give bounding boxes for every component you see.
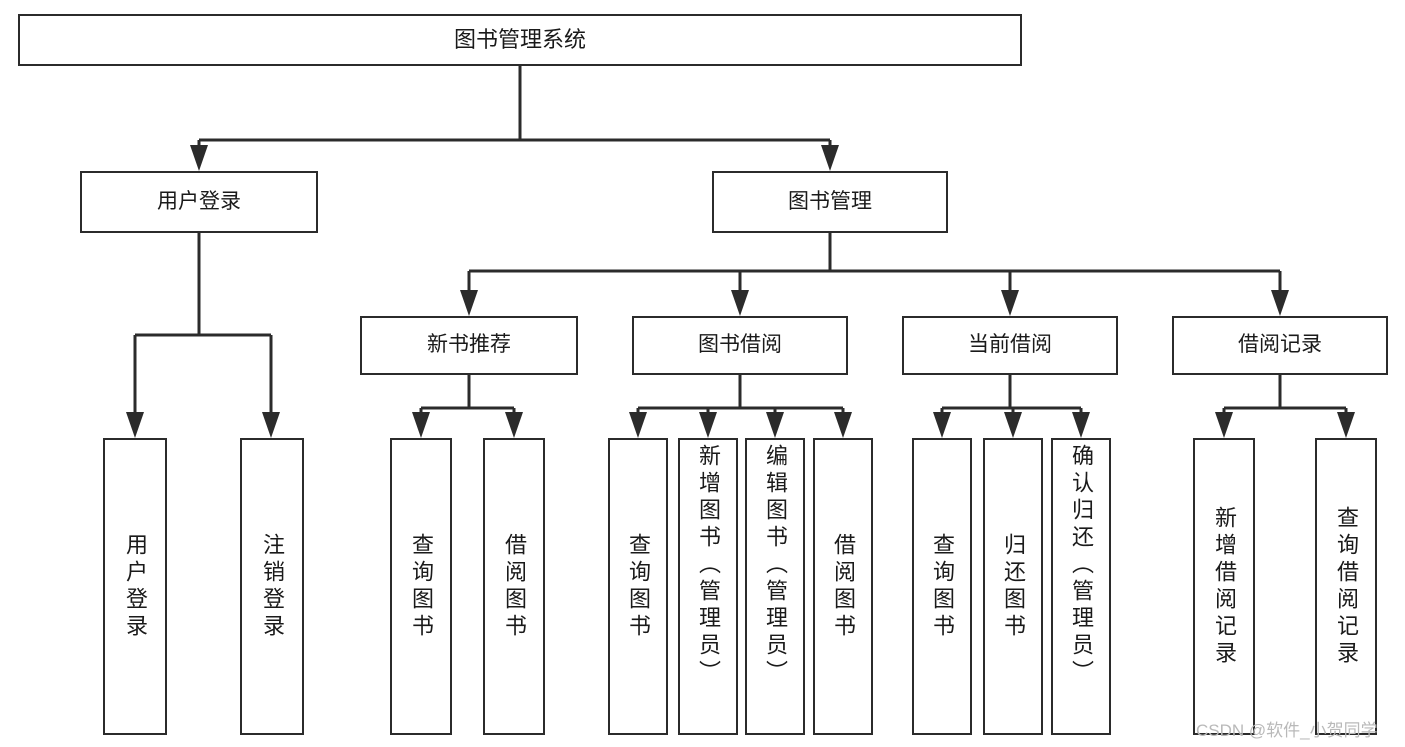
node-leaf-2-label: 注销登录 [260,532,285,641]
node-level2-1-label: 新书推荐 [427,333,511,357]
node-leaf-6-label: 新增图书（管理员） [696,444,721,687]
node-level2-2[interactable]: 图书借阅 [632,316,848,375]
node-level1-1[interactable]: 用户登录 [80,171,318,233]
node-level1-1-label: 用户登录 [157,189,241,213]
node-leaf-3-label: 查询图书 [409,532,434,641]
node-leaf-12[interactable]: 新增借阅记录 [1193,438,1255,735]
node-leaf-6[interactable]: 新增图书（管理员） [678,438,738,735]
node-leaf-10[interactable]: 归还图书 [983,438,1043,735]
node-leaf-2[interactable]: 注销登录 [240,438,304,735]
node-level2-4-label: 借阅记录 [1238,333,1322,357]
node-leaf-9[interactable]: 查询图书 [912,438,972,735]
node-root-system[interactable]: 图书管理系统 [18,14,1022,66]
node-leaf-7-label: 编辑图书（管理员） [763,444,788,687]
node-leaf-4[interactable]: 借阅图书 [483,438,545,735]
node-level2-3-label: 当前借阅 [968,333,1052,357]
node-level1-2-label: 图书管理 [788,189,872,213]
node-level1-2[interactable]: 图书管理 [712,171,948,233]
node-leaf-8-label: 借阅图书 [831,532,856,641]
node-level2-3[interactable]: 当前借阅 [902,316,1118,375]
connector-arrowheads [126,145,1355,438]
node-root-label: 图书管理系统 [453,27,586,53]
node-leaf-7[interactable]: 编辑图书（管理员） [745,438,805,735]
node-level2-2-label: 图书借阅 [698,333,782,357]
node-leaf-13[interactable]: 查询借阅记录 [1315,438,1377,735]
node-leaf-11[interactable]: 确认归还（管理员） [1051,438,1111,735]
node-leaf-8[interactable]: 借阅图书 [813,438,873,735]
node-leaf-12-label: 新增借阅记录 [1212,505,1237,668]
node-leaf-3[interactable]: 查询图书 [390,438,452,735]
node-leaf-13-label: 查询借阅记录 [1334,505,1359,668]
node-leaf-1-label: 用户登录 [123,532,148,641]
node-leaf-5[interactable]: 查询图书 [608,438,668,735]
node-leaf-4-label: 借阅图书 [502,532,527,641]
node-leaf-11-label: 确认归还（管理员） [1069,444,1094,687]
node-leaf-10-label: 归还图书 [1001,532,1026,641]
node-level2-4[interactable]: 借阅记录 [1172,316,1388,375]
node-level2-1[interactable]: 新书推荐 [360,316,578,375]
node-leaf-5-label: 查询图书 [626,532,651,641]
node-leaf-1[interactable]: 用户登录 [103,438,167,735]
node-leaf-9-label: 查询图书 [930,532,955,641]
